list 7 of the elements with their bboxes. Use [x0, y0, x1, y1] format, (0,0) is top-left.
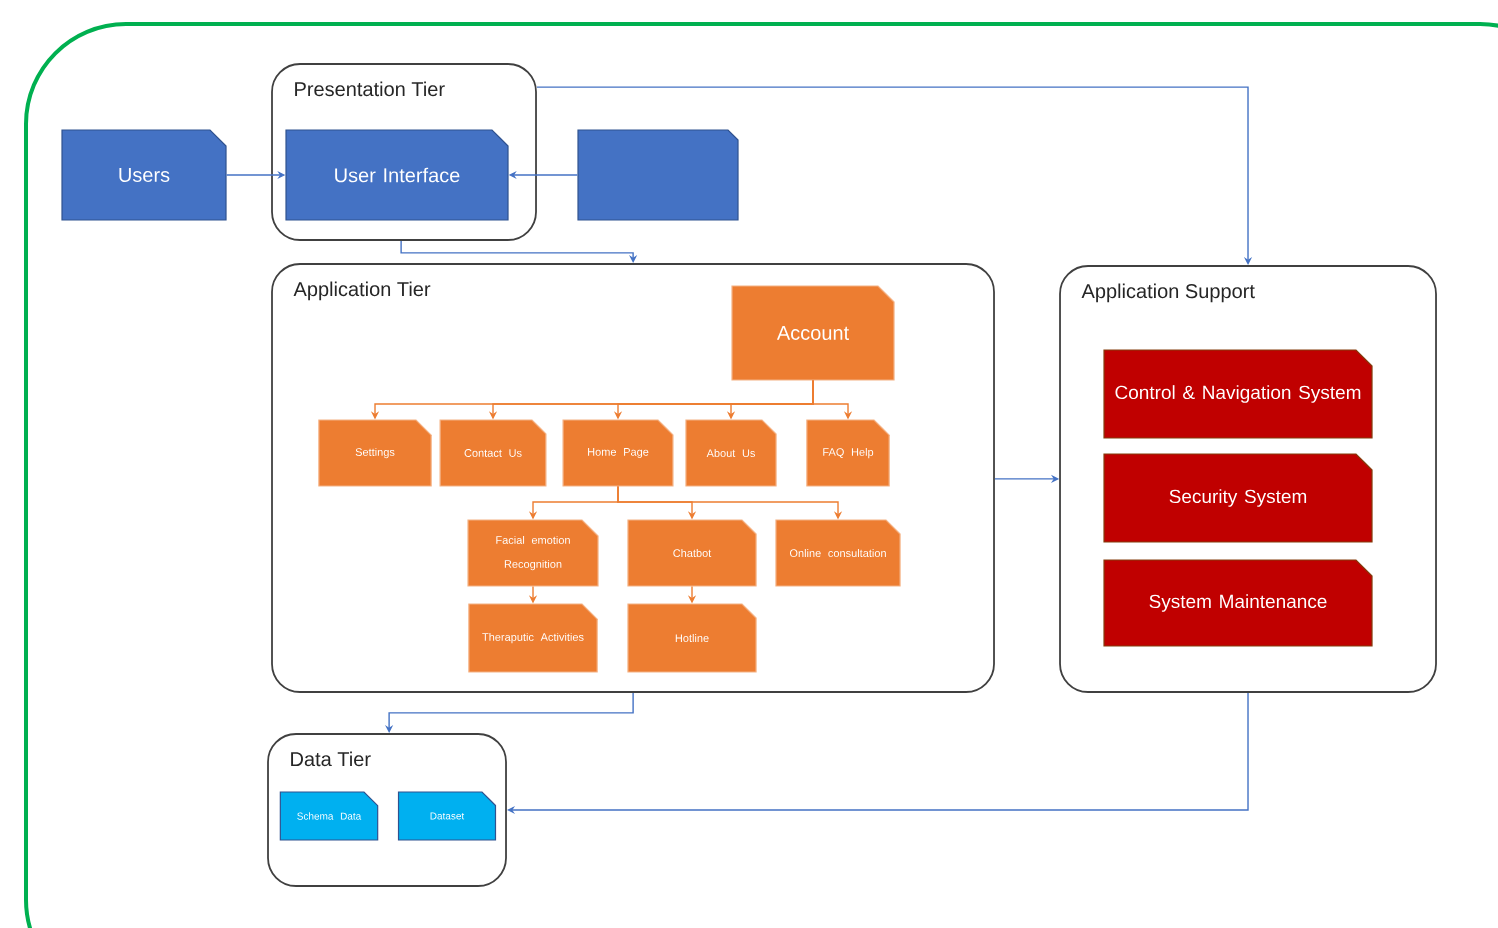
module-box: Security System	[1103, 453, 1373, 543]
module-box: Control & Navigation System	[1103, 349, 1373, 439]
process-box: Users	[61, 129, 227, 221]
blank-box	[577, 129, 739, 221]
process-box: User Interface	[285, 129, 509, 221]
module-box: System Maintenance	[1103, 559, 1373, 647]
page-box: Account	[731, 285, 895, 381]
